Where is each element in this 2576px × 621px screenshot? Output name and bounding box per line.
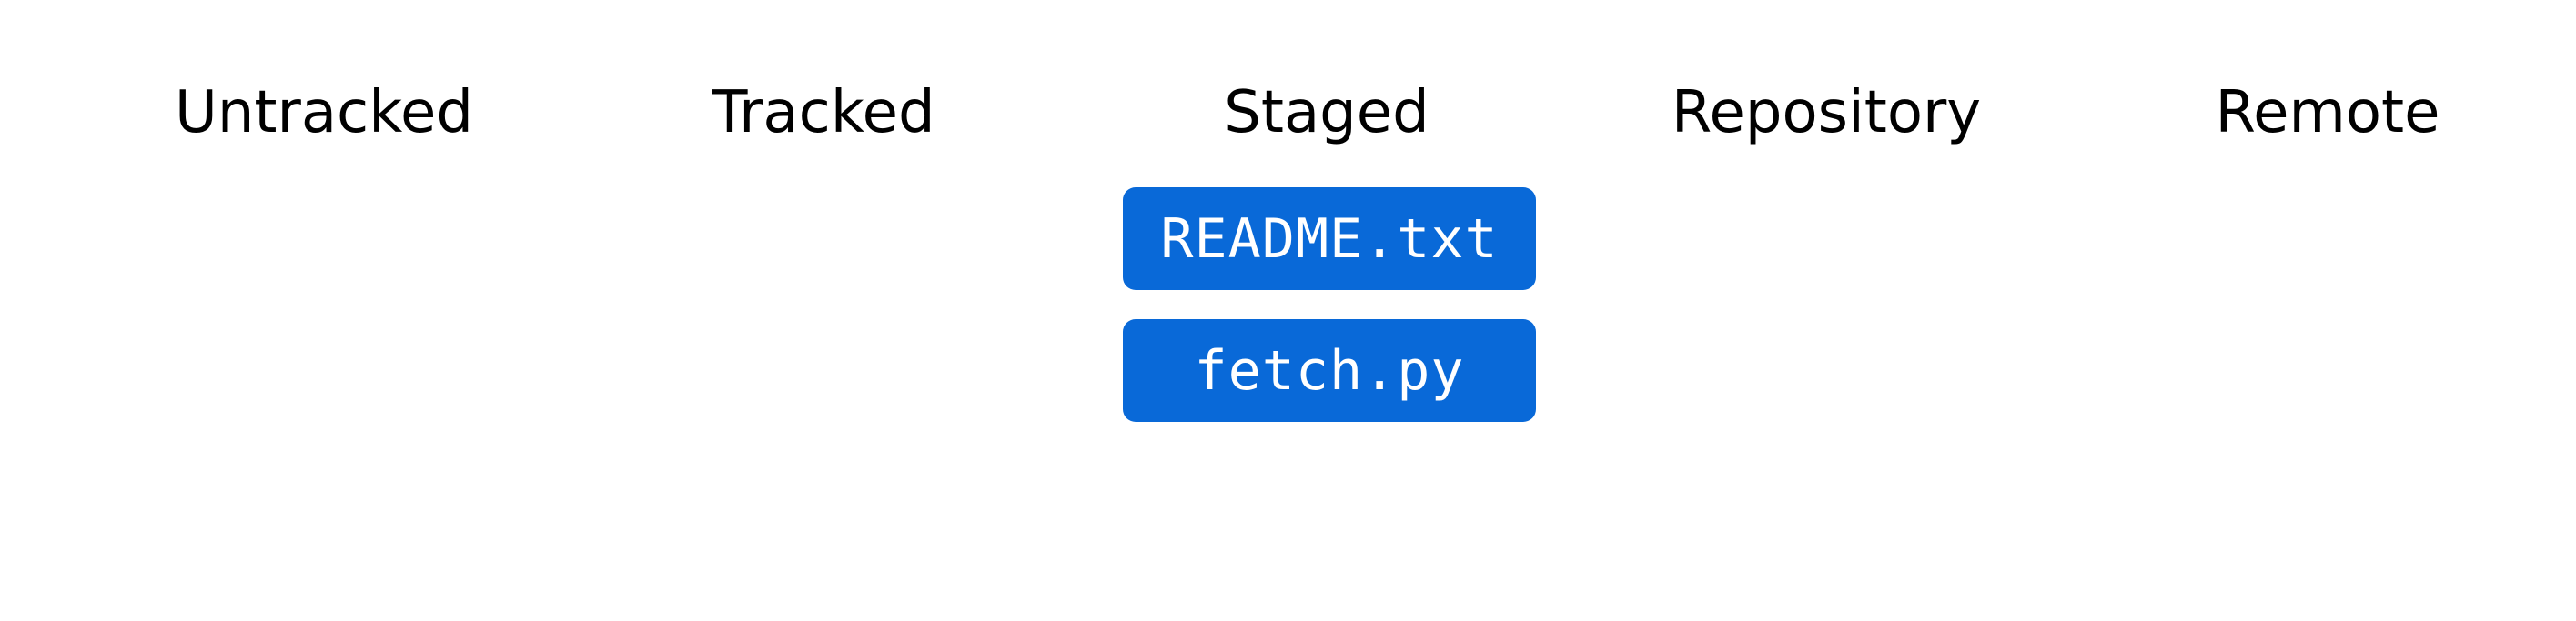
stage-label-staged: Staged — [1224, 79, 1429, 146]
staged-file-readme: README.txt — [1123, 187, 1536, 290]
stage-label-untracked: Untracked — [175, 79, 473, 146]
stage-label-repository: Repository — [1671, 79, 1982, 146]
stage-label-tracked: Tracked — [712, 79, 935, 146]
staged-file-fetch: fetch.py — [1123, 319, 1536, 422]
stage-label-remote: Remote — [2215, 79, 2440, 146]
